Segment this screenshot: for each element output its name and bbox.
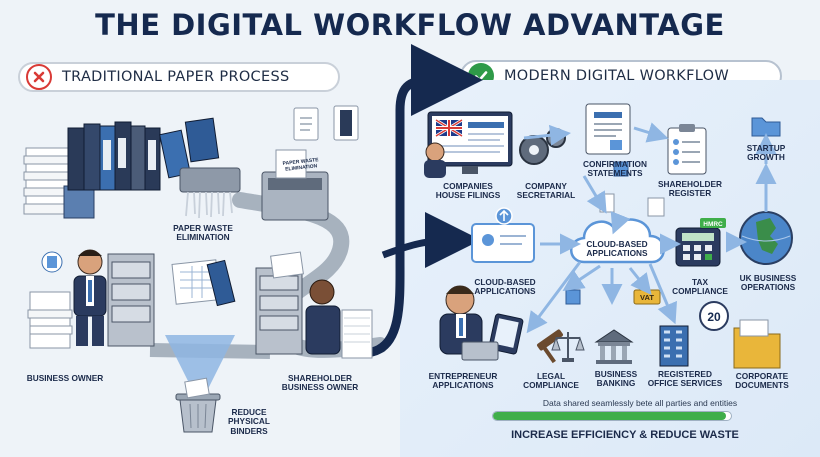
company-secretarial-label: COMPANY SECRETARIAL [516, 181, 576, 201]
corporate-folder-icon [733, 319, 781, 369]
traditional-process-label: TRADITIONAL PAPER PROCESS [62, 69, 290, 85]
folder-icon-top [751, 117, 781, 137]
x-icon [26, 64, 52, 90]
page-title: THE DIGITAL WORKFLOW ADVANTAGE [95, 8, 725, 42]
calculator-icon [675, 218, 726, 267]
business-banking-label: BUSINESS BANKING [594, 369, 638, 389]
book-icon [206, 259, 236, 307]
shareholder-owner-label: SHAREHOLDER BUSINESS OWNER [281, 373, 359, 393]
binder-icon [184, 117, 220, 163]
confirmation-statements-label: CONFIRMATION STATEMENTS [583, 159, 647, 179]
companies-house-label: COMPANIES HOUSE FILINGS [435, 181, 501, 201]
binder-small-icon [333, 105, 359, 141]
trash-can-icon [175, 377, 221, 433]
shareholder-owner-figure [255, 251, 373, 359]
traditional-process-header: TRADITIONAL PAPER PROCESS [18, 62, 340, 92]
cloud-apps-left-label: CLOUD-BASED APPLICATIONS [474, 277, 536, 297]
entrepreneur-label: ENTREPRENEUR APPLICATIONS [428, 371, 498, 391]
gavel-scales-icon [537, 329, 585, 364]
registered-office-label: REGISTERED OFFICE SERVICES [647, 369, 723, 389]
small-file-icon [613, 161, 629, 177]
small-doc-icon [599, 193, 615, 213]
filing-cabinet-machine-icon [261, 149, 329, 221]
small-user-doc-icon [647, 197, 665, 217]
connector-arrows [523, 122, 777, 334]
business-owner-label: BUSINESS OWNER [26, 373, 104, 383]
vat-label: VAT [640, 293, 654, 302]
calendar-icon [699, 301, 729, 331]
bank-icon [594, 329, 634, 364]
uk-operations-label: UK BUSINESS OPERATIONS [739, 273, 797, 293]
person-icon [424, 142, 446, 178]
paper-flow-path-lower [149, 343, 271, 359]
data-shared-note: Data shared seamlessly bete all parties … [542, 398, 738, 408]
reduce-binders-label: REDUCE PHYSICAL BINDERS [228, 407, 270, 436]
footer-tagline: INCREASE EFFICIENCY & REDUCE WASTE [511, 429, 739, 441]
shareholder-register-label: SHAREHOLDER REGISTER [657, 179, 723, 199]
paper-waste-label: PAPER WASTE ELIMINATION [173, 223, 233, 243]
cloud-apps-center-label: CLOUD-BASED APPLICATIONS [586, 239, 648, 259]
companies-house-monitor-icon [427, 111, 513, 174]
legal-compliance-label: LEGAL COMPLIANCE [523, 371, 579, 391]
hmrc-label: HMRC [703, 221, 723, 228]
calendar-day: 20 [707, 310, 721, 324]
cloud-app-card-icon [471, 207, 535, 263]
shredder-icon [179, 167, 241, 219]
efficiency-progress-bar [492, 411, 732, 421]
small-folder-icon [565, 289, 581, 305]
binders-icon [67, 121, 161, 191]
startup-growth-label: STARTUP GROWTH [746, 143, 786, 163]
tax-compliance-label: TAX COMPLIANCE [672, 277, 728, 297]
paper-stacks-icon [23, 147, 95, 219]
transition-arrow [367, 44, 483, 357]
entrepreneur-figure [439, 285, 524, 361]
globe-icon [739, 211, 793, 265]
office-building-icon [659, 325, 689, 367]
business-owner-figure [27, 249, 155, 349]
confirmation-document-icon [585, 103, 631, 155]
transition-arrow-mid [381, 212, 481, 269]
efficiency-progress-fill [493, 412, 727, 420]
document-icon [293, 107, 319, 141]
corporate-documents-label: CORPORATE DOCUMENTS [735, 371, 789, 391]
shareholder-clipboard-icon [667, 124, 707, 175]
